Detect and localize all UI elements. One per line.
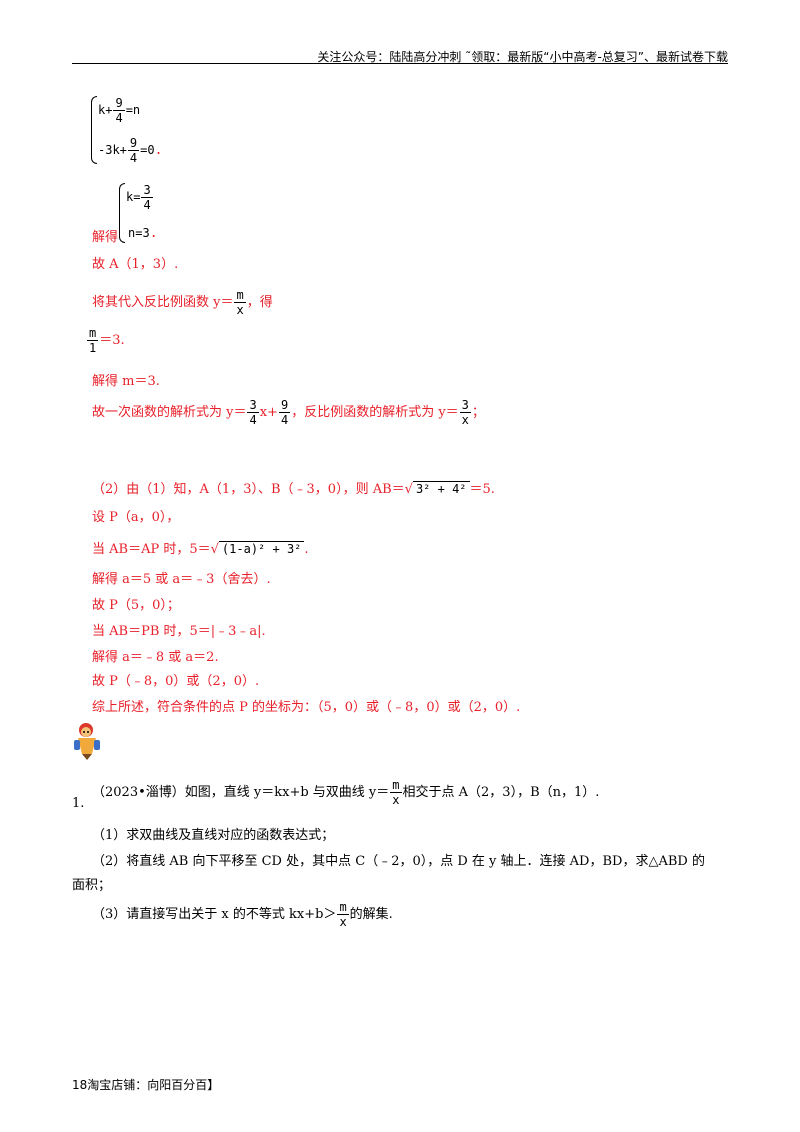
sqrt-expression: (1-a)² + 3² [218, 541, 305, 556]
case2-P-line: 故 P（﹣8，0）或（2，0）. [92, 674, 260, 689]
set-P-line: 设 P（a，0）， [92, 510, 180, 525]
question-1: （1）求双曲线及直线对应的函数表达式； [92, 828, 335, 843]
solve-m-line: 解得 m＝3. [92, 374, 160, 389]
case1-solve-line: 解得 a＝5 或 a＝﹣3（舍去）. [92, 572, 271, 587]
summary-line: 综上所述，符合条件的点 P 的坐标为：（5，0）或（﹣8，0）或（2，0）. [92, 700, 521, 715]
problem-number: 1. [72, 796, 85, 811]
case1-P-line: 故 P（5，0）； [92, 598, 180, 613]
part2-line: （2）由（1）知，A（1，3）、B（﹣3，0），则 AB＝√3² + 4²＝5. [92, 481, 495, 497]
point-A-line: 故 A（1，3）. [92, 257, 179, 272]
case2-solve-line: 解得 a＝﹣8 或 a＝2. [92, 650, 219, 665]
question-2-line2: 面积； [72, 878, 112, 893]
page-footer: 18淘宝店铺：向阳百分百】 [72, 1078, 220, 1092]
system1-brace [91, 96, 97, 164]
solved-label: 解得 [92, 230, 119, 245]
sqrt-expression: 3² + 4² [412, 481, 470, 496]
question-2-line1: （2）将直线 AB 向下平移至 CD 处，其中点 C（﹣2，0），点 D 在 y… [92, 854, 705, 869]
case2-line: 当 AB＝PB 时，5＝|﹣3﹣a|. [92, 624, 266, 639]
pencil-mascot-icon [70, 720, 104, 760]
system2-brace [119, 183, 125, 243]
case1-line: 当 AB＝AP 时，5＝√(1-a)² + 3². [92, 541, 309, 557]
system2-line2: n=3. [128, 226, 158, 241]
header-rule [72, 63, 728, 64]
page-header: 关注公众号：陆陆高分冲刺 ˜领取：最新版“小中高考-总复习”、最新试卷下载 [317, 50, 728, 64]
